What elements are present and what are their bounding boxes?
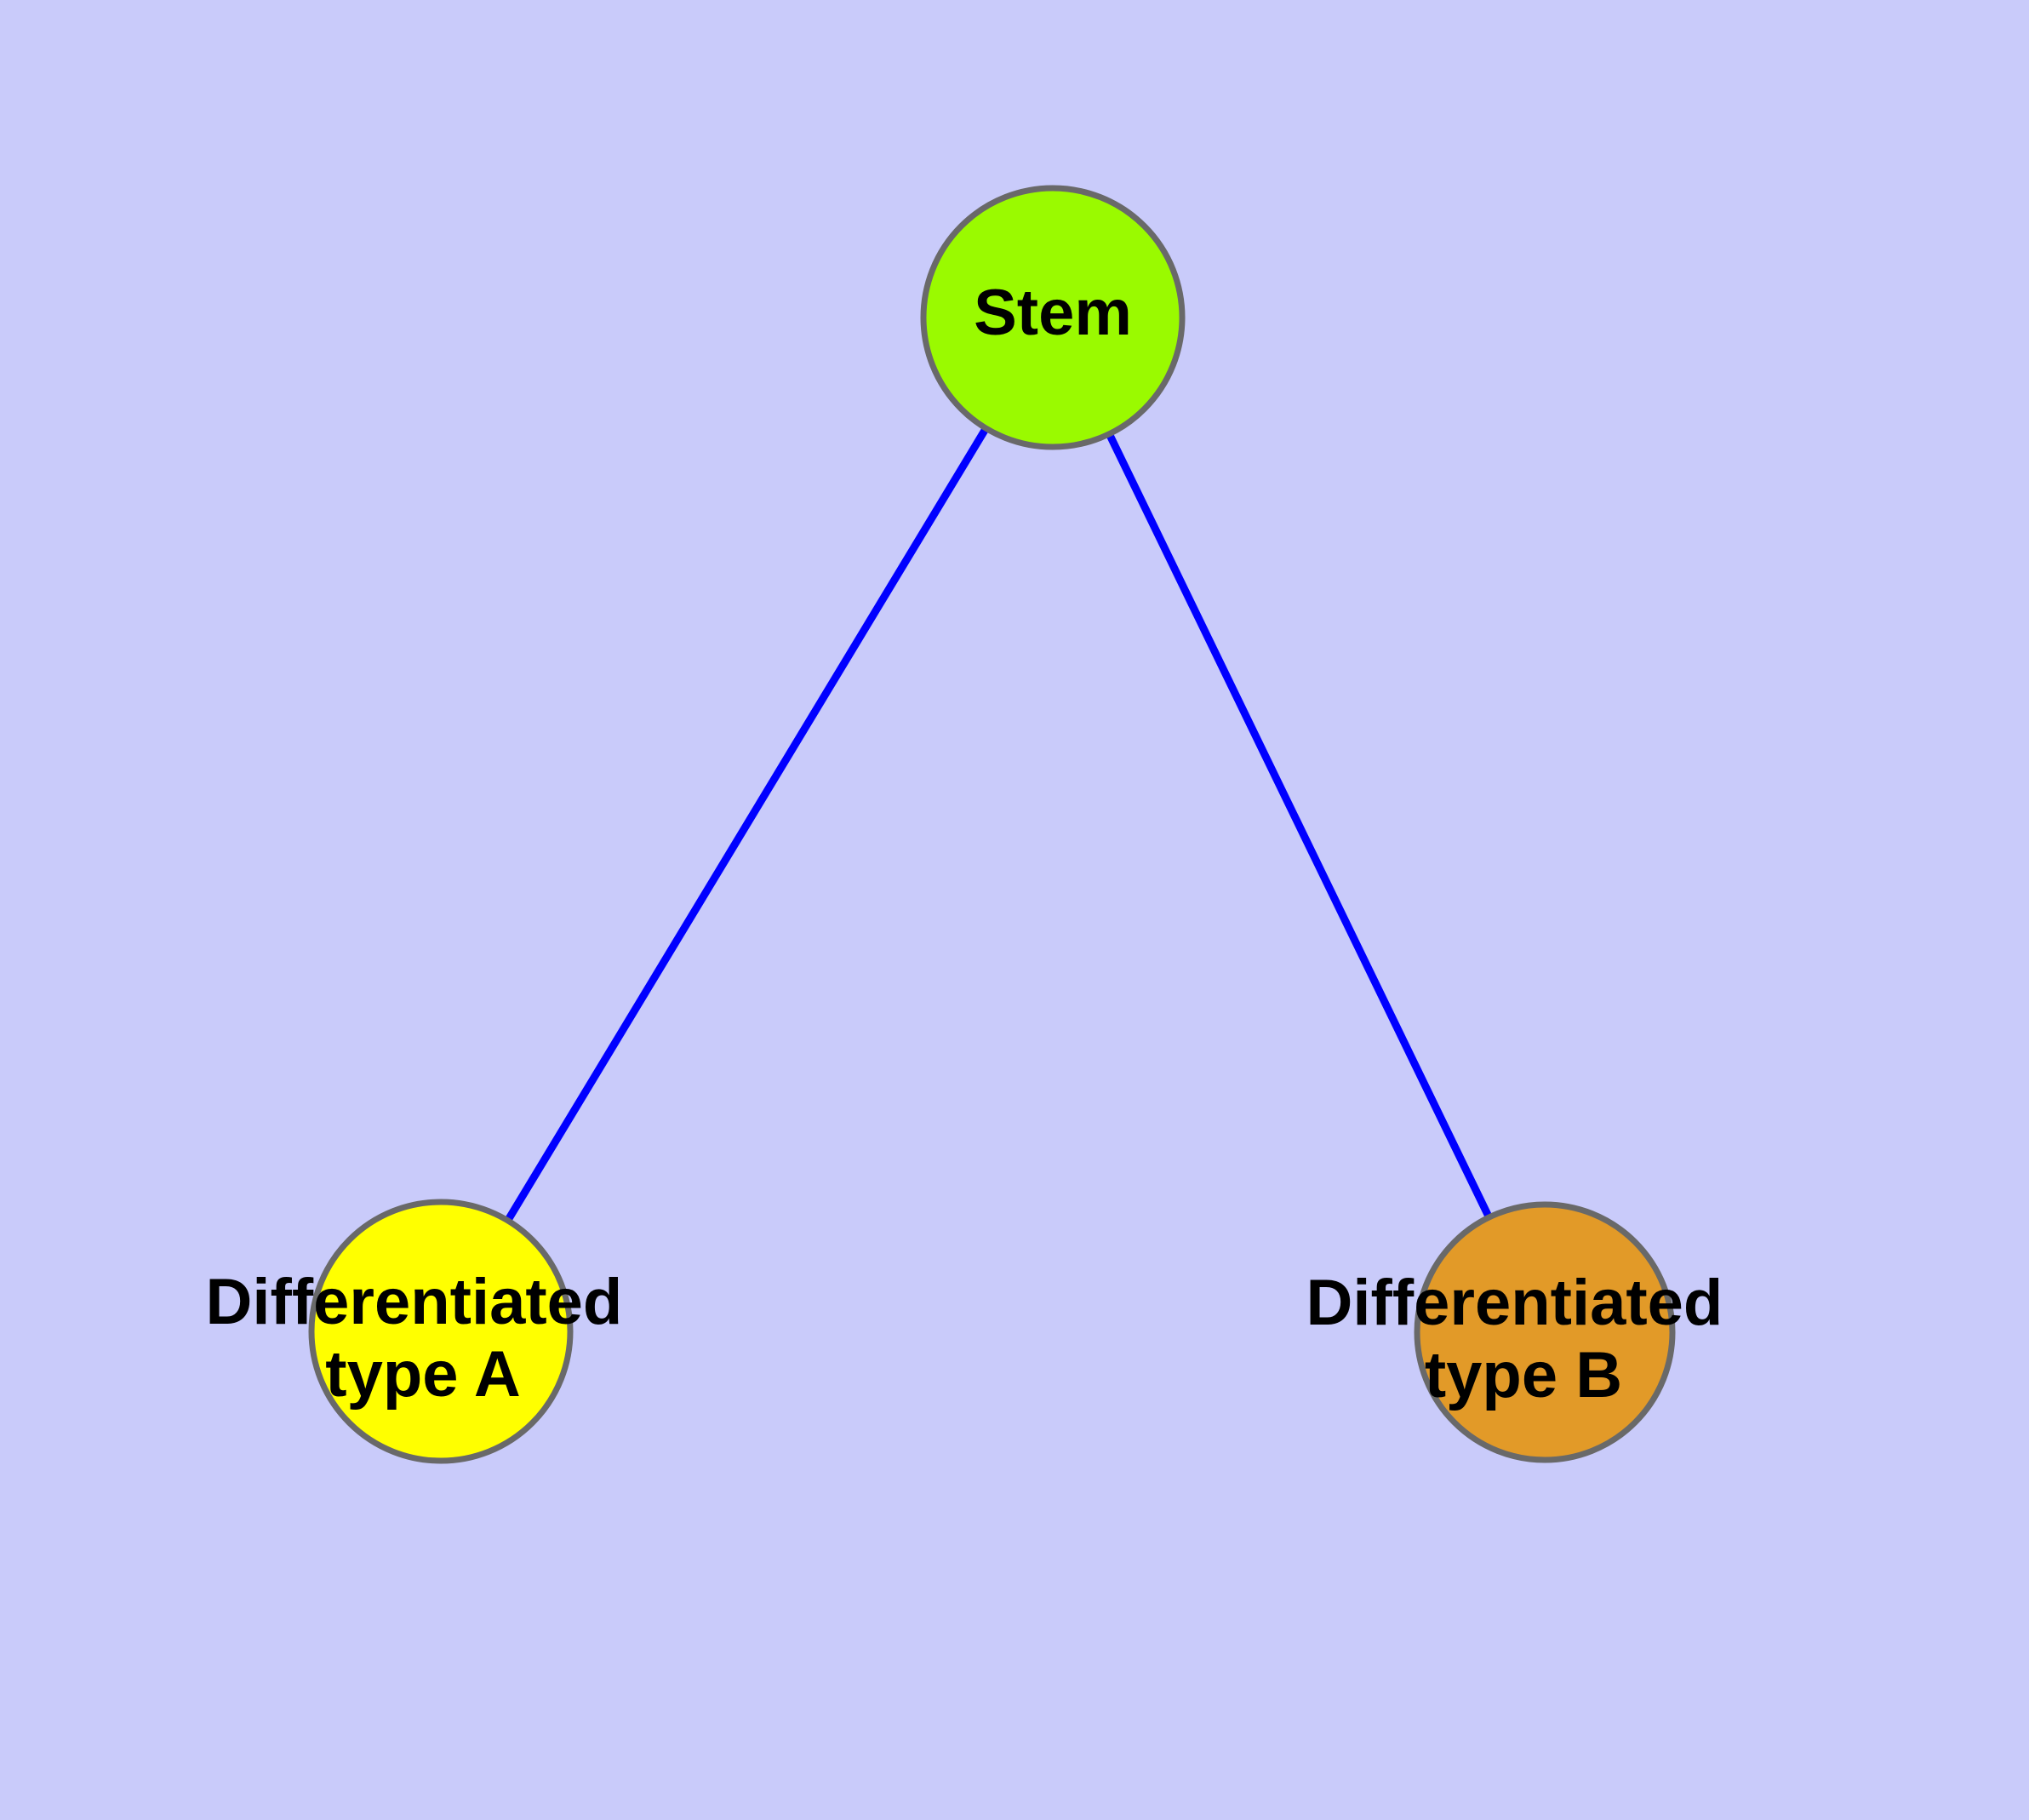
nodes-layer	[308, 185, 1676, 1464]
node-label-differentiated-type-a: Differentiated type A	[206, 1266, 641, 1411]
node-label-differentiated-type-b: Differentiated type B	[1306, 1267, 1741, 1411]
edge-stem-to-differentiated-type-b[interactable]	[1049, 316, 1549, 1334]
edge-stem-to-differentiated-type-a[interactable]	[437, 315, 1056, 1334]
node-label-line: type B	[1425, 1339, 1622, 1411]
node-label-line: type A	[325, 1338, 520, 1411]
labels-layer: Differentiated type A Differentiated typ…	[206, 277, 1741, 1411]
node-differentiated-type-b[interactable]	[1414, 1201, 1676, 1463]
node-circle-differentiated-type-b[interactable]	[1414, 1201, 1676, 1463]
node-circle-stem[interactable]	[920, 185, 1186, 450]
node-label-line: Stem	[974, 277, 1132, 349]
node-differentiated-type-a[interactable]	[308, 1199, 574, 1464]
node-circle-differentiated-type-a[interactable]	[308, 1199, 574, 1464]
edges-layer	[437, 315, 1549, 1334]
node-label-stem: Stem	[974, 277, 1132, 349]
node-label-line: Differentiated	[206, 1266, 623, 1338]
node-stem[interactable]	[920, 185, 1186, 450]
node-label-line: Differentiated	[1306, 1267, 1723, 1339]
